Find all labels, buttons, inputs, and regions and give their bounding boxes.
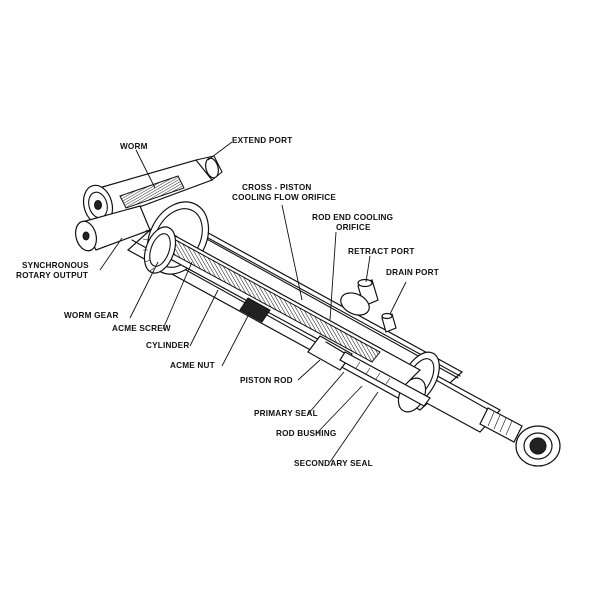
label-synchronous: SYNCHRONOUS bbox=[22, 261, 89, 270]
actuator-illustration bbox=[74, 155, 561, 467]
label-worm-gear: WORM GEAR bbox=[64, 311, 119, 320]
rod-end-eye bbox=[479, 407, 561, 467]
label-rod-end-cooling-2: ORIFICE bbox=[336, 223, 371, 232]
label-acme-screw: ACME SCREW bbox=[112, 324, 171, 333]
worm-gear bbox=[142, 226, 177, 274]
drain-port-fitting bbox=[381, 312, 397, 333]
label-acme-nut: ACME NUT bbox=[170, 361, 215, 370]
label-drain-port: DRAIN PORT bbox=[386, 268, 439, 277]
label-rod-end-cooling: ROD END COOLING bbox=[312, 213, 393, 222]
retract-port-fitting bbox=[340, 278, 379, 316]
piston-block bbox=[307, 335, 353, 371]
label-cross-piston: CROSS - PISTON bbox=[242, 183, 312, 192]
label-piston-rod: PISTON ROD bbox=[240, 376, 293, 385]
label-extend-port: EXTEND PORT bbox=[232, 136, 292, 145]
acme-nut-block bbox=[239, 297, 271, 323]
callout-labels: WORM EXTEND PORT CROSS - PISTON COOLING … bbox=[16, 136, 439, 468]
label-rotary-output: ROTARY OUTPUT bbox=[16, 271, 88, 280]
worm-threads bbox=[119, 175, 185, 209]
label-cross-piston-2: COOLING FLOW ORIFICE bbox=[232, 193, 336, 202]
label-worm: WORM bbox=[120, 142, 148, 151]
label-retract-port: RETRACT PORT bbox=[348, 247, 415, 256]
label-rod-bushing: ROD BUSHING bbox=[276, 429, 336, 438]
label-cylinder: CYLINDER bbox=[146, 341, 189, 350]
label-primary-seal: PRIMARY SEAL bbox=[254, 409, 318, 418]
label-secondary-seal: SECONDARY SEAL bbox=[294, 459, 373, 468]
worm-housing bbox=[82, 155, 223, 226]
rotary-output-housing bbox=[74, 205, 151, 252]
leader-lines bbox=[99, 141, 407, 463]
